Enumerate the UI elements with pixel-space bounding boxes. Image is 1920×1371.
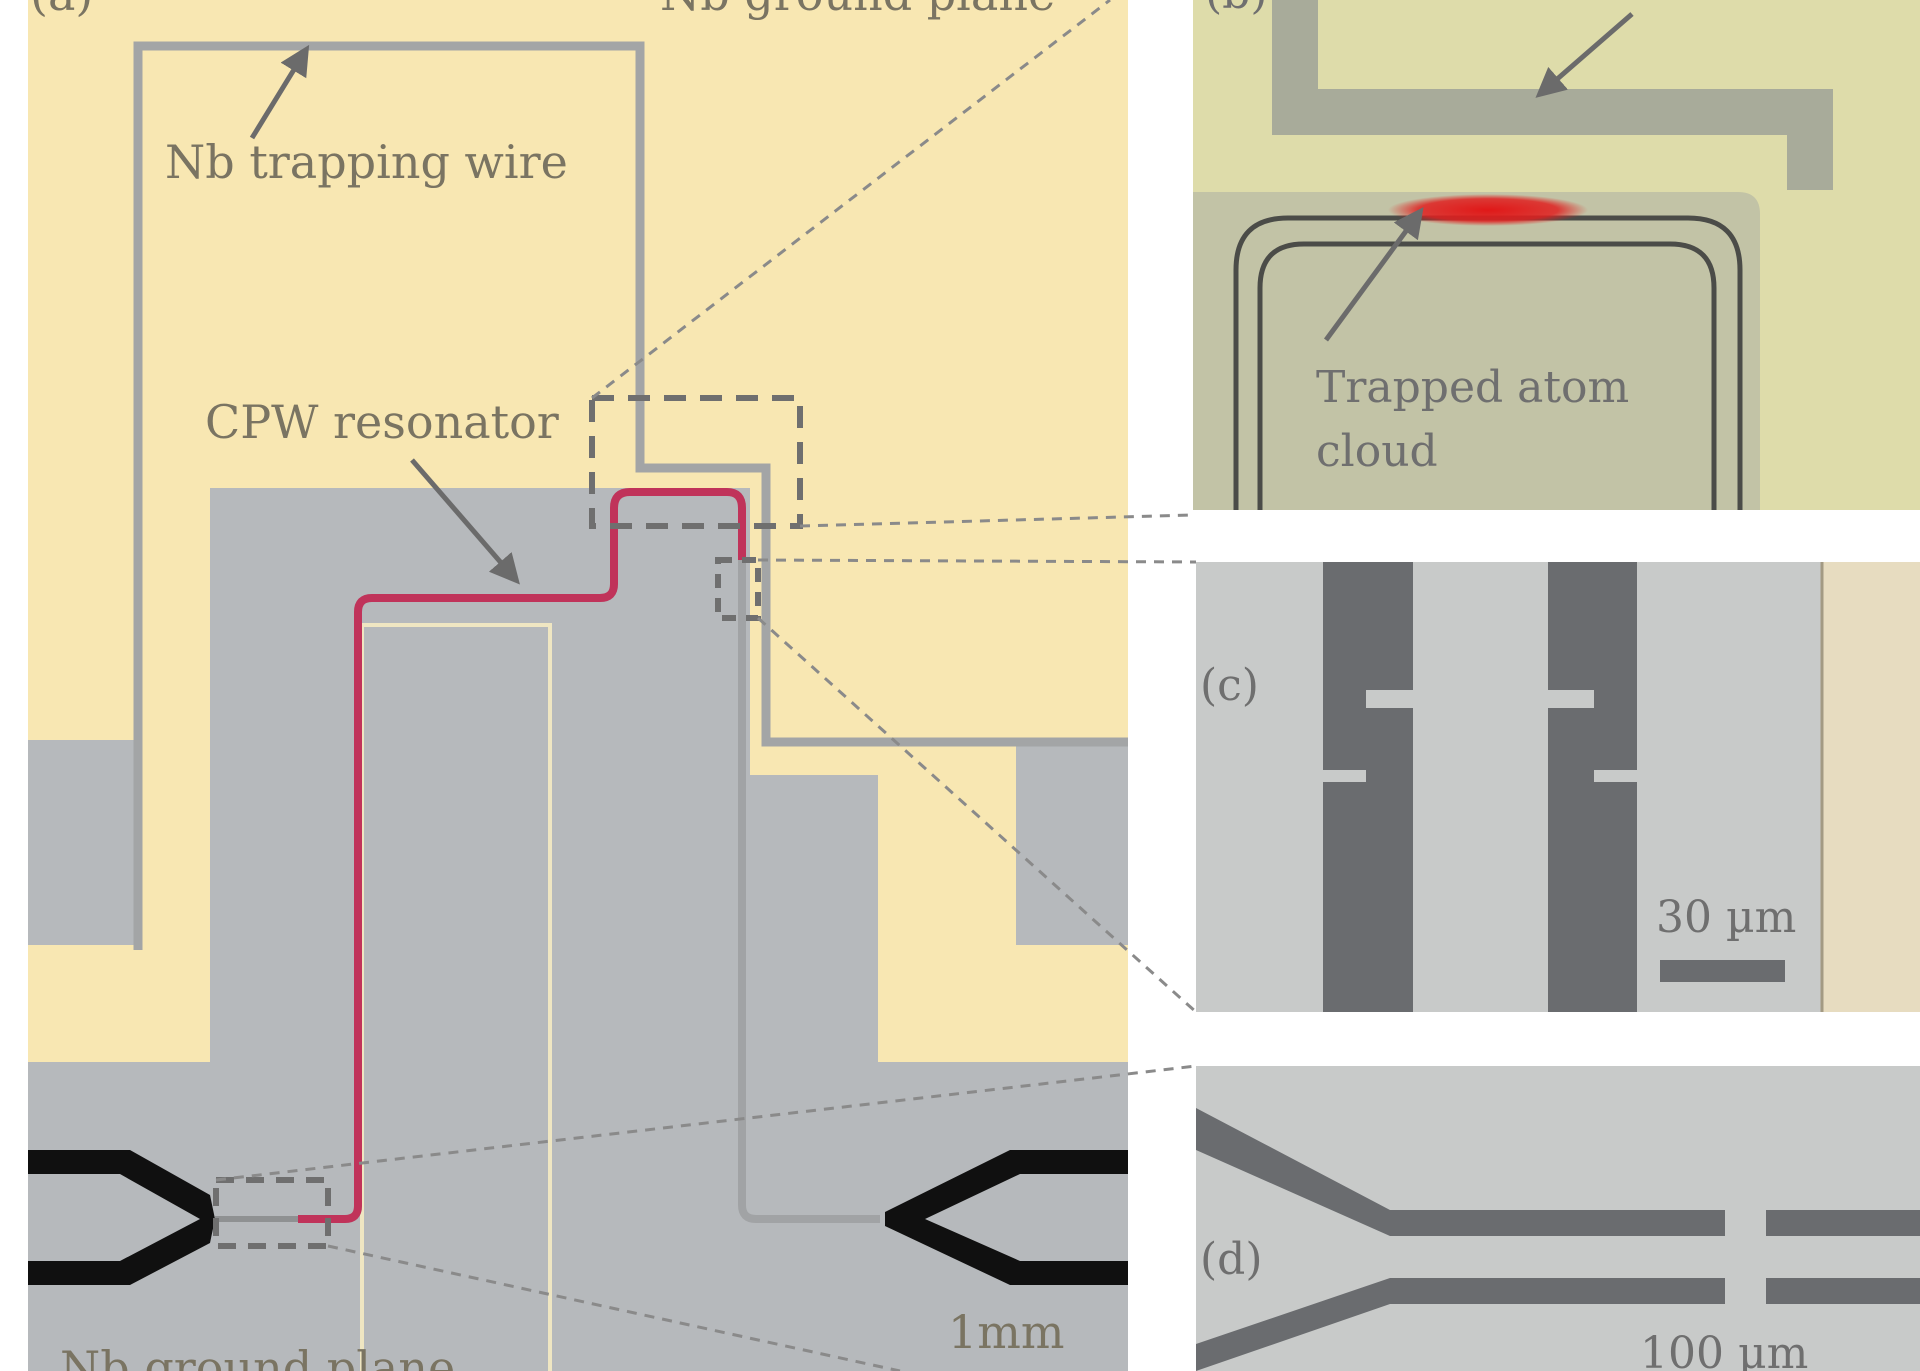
panel-a-letter: (a) — [30, 0, 93, 21]
connector-d-top — [215, 1064, 1197, 1182]
panel-c-scale-label: 30 µm — [1656, 892, 1796, 943]
cpw-resonator-highlight — [298, 488, 746, 1223]
panel-c: 30 µm (c) — [1196, 562, 1920, 1012]
panel-c-gold-edge — [1822, 562, 1920, 1012]
top-ground-plane-label: Nb ground plane — [660, 0, 1055, 21]
panel-c-gap-right-top — [1548, 562, 1637, 770]
cloud-label-line2: cloud — [1316, 426, 1438, 477]
panel-d: (d) 100 µm — [1196, 1066, 1920, 1371]
panel-c-letter: (c) — [1200, 660, 1259, 711]
connector-c-top — [757, 558, 1197, 564]
resonator-label: CPW resonator — [205, 395, 559, 449]
panel-c-scale-bar — [1660, 960, 1785, 982]
panel-b-wire-band — [1272, 0, 1833, 190]
panel-c-gap-right-bottom — [1548, 708, 1637, 1012]
nb-right-pad — [1016, 740, 1128, 945]
panel-d-line-bottom-right — [1766, 1278, 1920, 1304]
panel-a: (a) Nb ground plane Nb trapping wire CPW… — [28, 0, 1128, 1371]
panel-c-gap-left-top — [1323, 562, 1413, 770]
feedline-left — [28, 1150, 215, 1285]
zoom-box-b — [589, 395, 803, 529]
panel-a-scale-label: 1mm — [948, 1305, 1065, 1359]
panel-b-wire-arrow — [1535, 12, 1634, 98]
panel-c-gap-left-bottom — [1323, 708, 1413, 1012]
panel-d-letter: (d) — [1200, 1234, 1263, 1285]
connector-d-bottom — [327, 1244, 901, 1371]
panel-b-resonator-inner — [1257, 241, 1717, 510]
panel-b: (b) Trapped atom cloud — [1193, 0, 1920, 510]
panel-d-line-top-right — [1766, 1210, 1920, 1236]
nb-left-pad — [28, 740, 140, 945]
resonator-arrow — [410, 458, 520, 585]
cloud-label-line1: Trapped atom — [1316, 362, 1629, 413]
connector-b-bottom — [799, 513, 1194, 528]
wire-arrow — [249, 44, 310, 140]
panel-d-taper-bottom — [1196, 1278, 1725, 1371]
connector-b-top — [591, 0, 1111, 400]
trapped-atom-cloud — [1388, 194, 1588, 226]
panel-d-taper-top — [1196, 1108, 1725, 1236]
zoom-connectors — [215, 0, 1198, 1371]
trapping-wire-label: Nb trapping wire — [165, 135, 568, 189]
nb-central-region — [28, 488, 1128, 1371]
bottom-ground-plane-label: Nb ground plane — [60, 1341, 455, 1371]
panel-b-lower-region — [1193, 192, 1760, 510]
panel-b-cloud-arrow — [1323, 207, 1424, 342]
connector-c-bottom — [756, 616, 1198, 1014]
nb-trapping-wire — [133, 41, 1128, 950]
panel-b-letter: (b) — [1205, 0, 1268, 19]
feedline-right — [885, 1150, 1128, 1285]
panel-d-scale-label: 100 µm — [1640, 1328, 1808, 1371]
